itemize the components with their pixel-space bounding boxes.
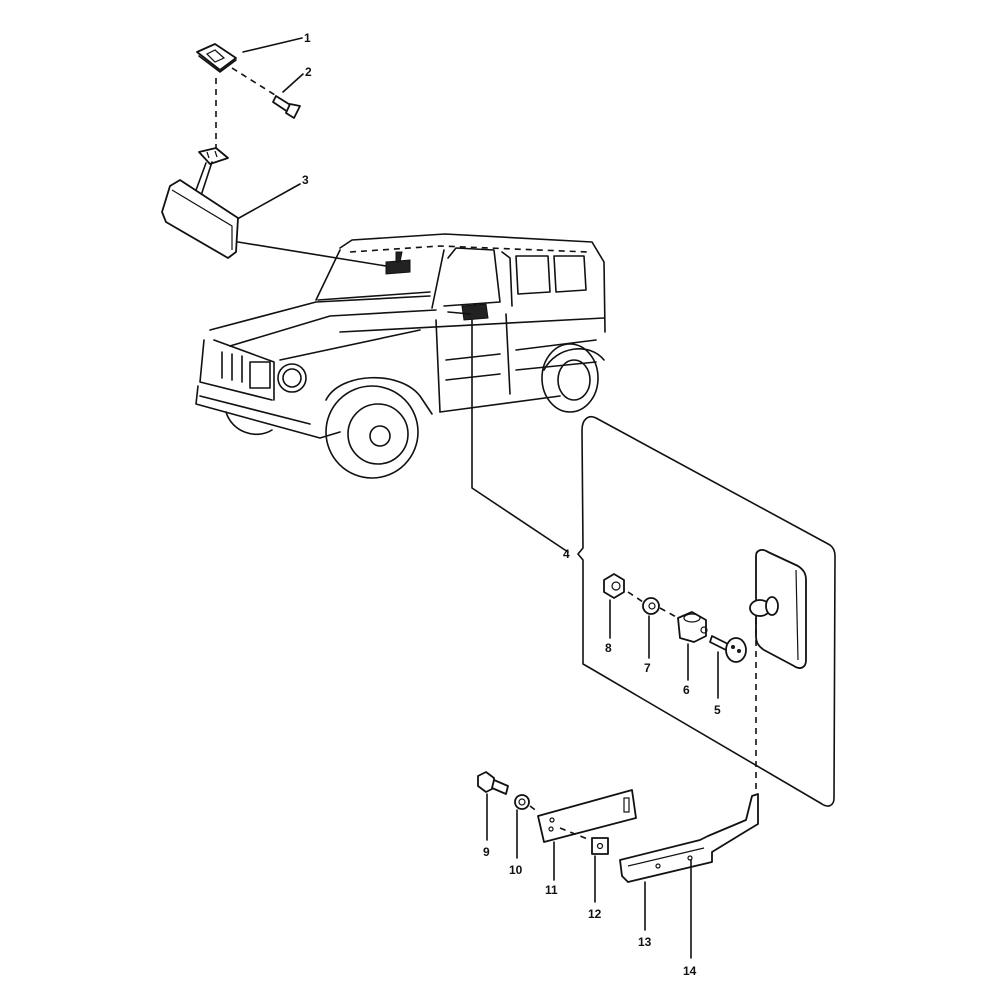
part-7-washer [642,597,660,615]
callout-4: 4 [563,547,570,561]
callout-12: 12 [588,907,602,921]
part-1-mount-pad [196,43,237,73]
callout-7: 7 [644,661,651,675]
callout-5: 5 [714,703,721,717]
callout-1: 1 [304,31,311,45]
part-8-nut [603,573,625,599]
part-4-panel [577,415,836,807]
part-2-screw [272,95,301,119]
callout-9: 9 [483,845,490,859]
part-9-bolt [477,771,509,795]
callout-3: 3 [302,173,309,187]
part-13-mirror-arm [619,793,759,883]
part-5-screw [709,635,747,663]
callout-13: 13 [638,935,652,949]
part-6-clamp [677,611,708,643]
part-11-bracket-plate [537,789,637,843]
callout-14: 14 [683,964,697,978]
part-12-square-nut [591,837,609,855]
callout-6: 6 [683,683,690,697]
callout-10: 10 [509,863,523,877]
vehicle-illustration [195,233,606,479]
exterior-mirror-head [749,549,807,669]
callout-11: 11 [545,883,558,897]
callout-8: 8 [605,641,612,655]
callout-2: 2 [305,65,312,79]
part-10-lock-washer [514,794,530,810]
part-3-interior-mirror [161,147,239,259]
